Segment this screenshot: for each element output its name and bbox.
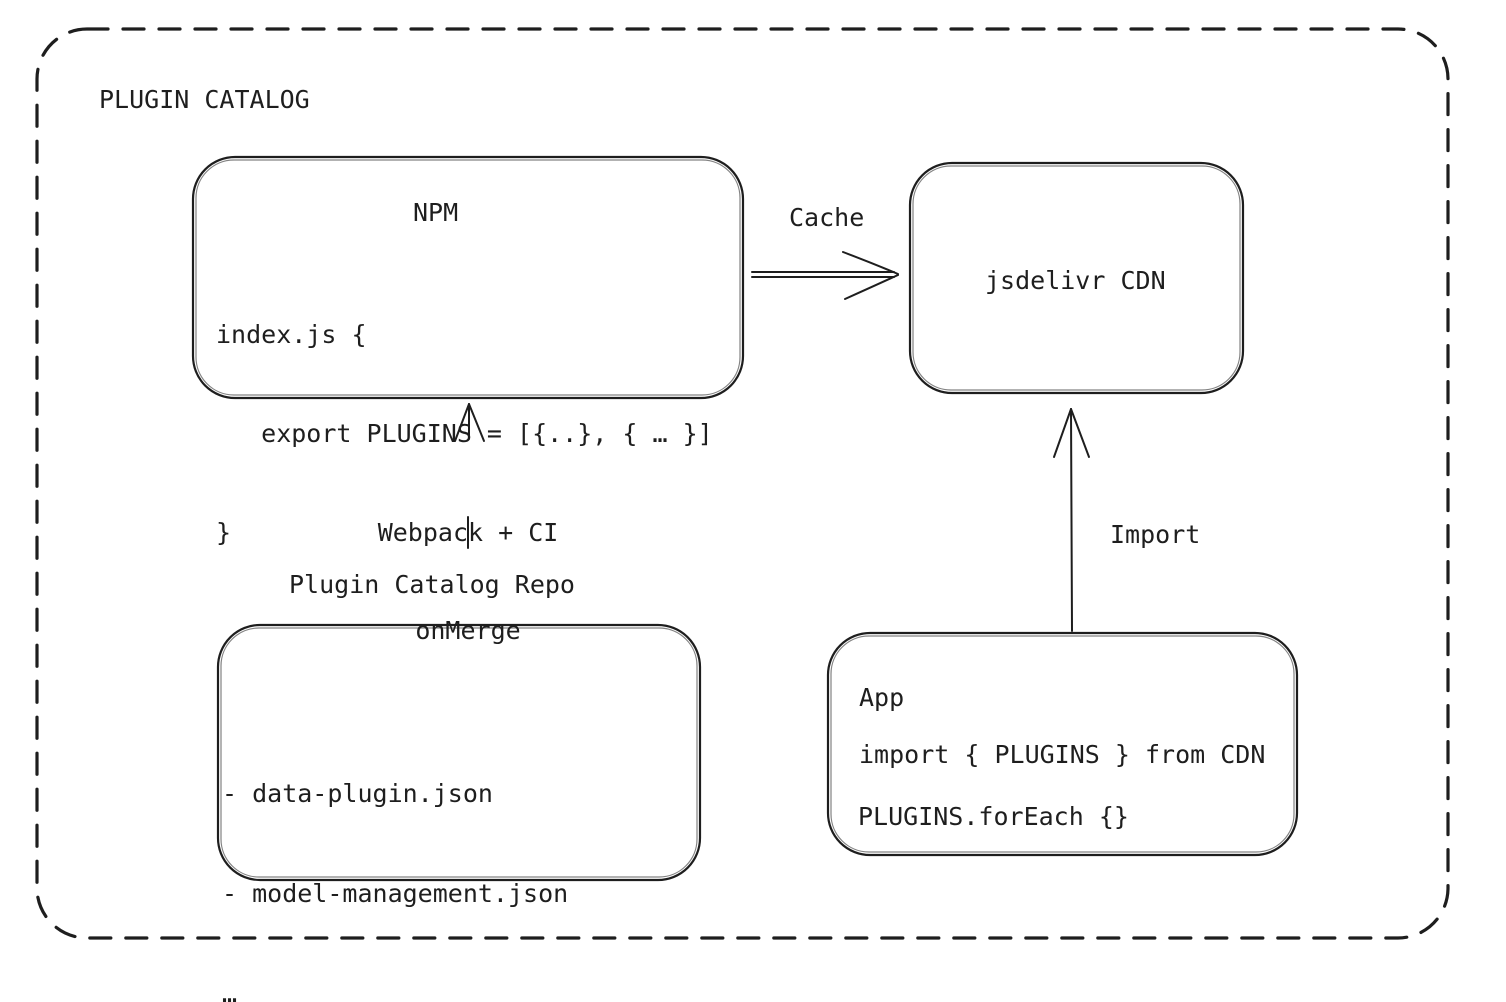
npm-code-block: index.js { export PLUGINS = [{..}, { … }…	[216, 252, 713, 615]
catalog-boundary-outline	[35, 27, 1450, 940]
import-arrow	[1053, 408, 1090, 632]
import-label: Import	[1110, 520, 1201, 549]
npm-code-line: index.js {	[216, 320, 367, 349]
repo-box-outline	[216, 623, 702, 882]
repo-box-sketch-stroke	[220, 627, 698, 878]
app-code-foreach: PLUGINS.forEach {}	[858, 802, 1129, 831]
cdn-box-sketch-stroke	[912, 165, 1241, 391]
app-code-import: import { PLUGINS } from CDN	[859, 740, 1266, 769]
cdn-box-outline	[908, 161, 1245, 395]
webpack-arrow	[454, 403, 485, 549]
repo-file-item: …	[222, 979, 238, 1002]
repo-file-item: - data-plugin.json	[222, 779, 493, 808]
webpack-label-line: Webpack + CI	[377, 518, 559, 547]
npm-title: NPM	[413, 198, 459, 227]
npm-code-line: }	[216, 518, 232, 547]
cache-label: Cache	[789, 203, 865, 232]
repo-file-list: - data-plugin.json - model-management.js…	[222, 711, 568, 1002]
npm-box-sketch-stroke	[195, 159, 741, 396]
repo-file-item: - model-management.json	[222, 879, 569, 908]
app-box-outline	[826, 631, 1299, 857]
cdn-label: jsdelivr CDN	[985, 266, 1166, 295]
repo-title: Plugin Catalog Repo	[289, 570, 575, 599]
webpack-label-line: onMerge	[415, 616, 521, 645]
cache-arrow	[751, 251, 899, 300]
npm-box-outline	[191, 155, 745, 400]
app-title: App	[859, 683, 905, 712]
diagram-title: PLUGIN CATALOG	[99, 85, 310, 114]
app-box-sketch-stroke	[830, 635, 1295, 853]
webpack-arrow-label: Webpack + CI onMerge	[378, 451, 559, 713]
npm-code-line: export PLUGINS = [{..}, { … }]	[216, 419, 713, 448]
